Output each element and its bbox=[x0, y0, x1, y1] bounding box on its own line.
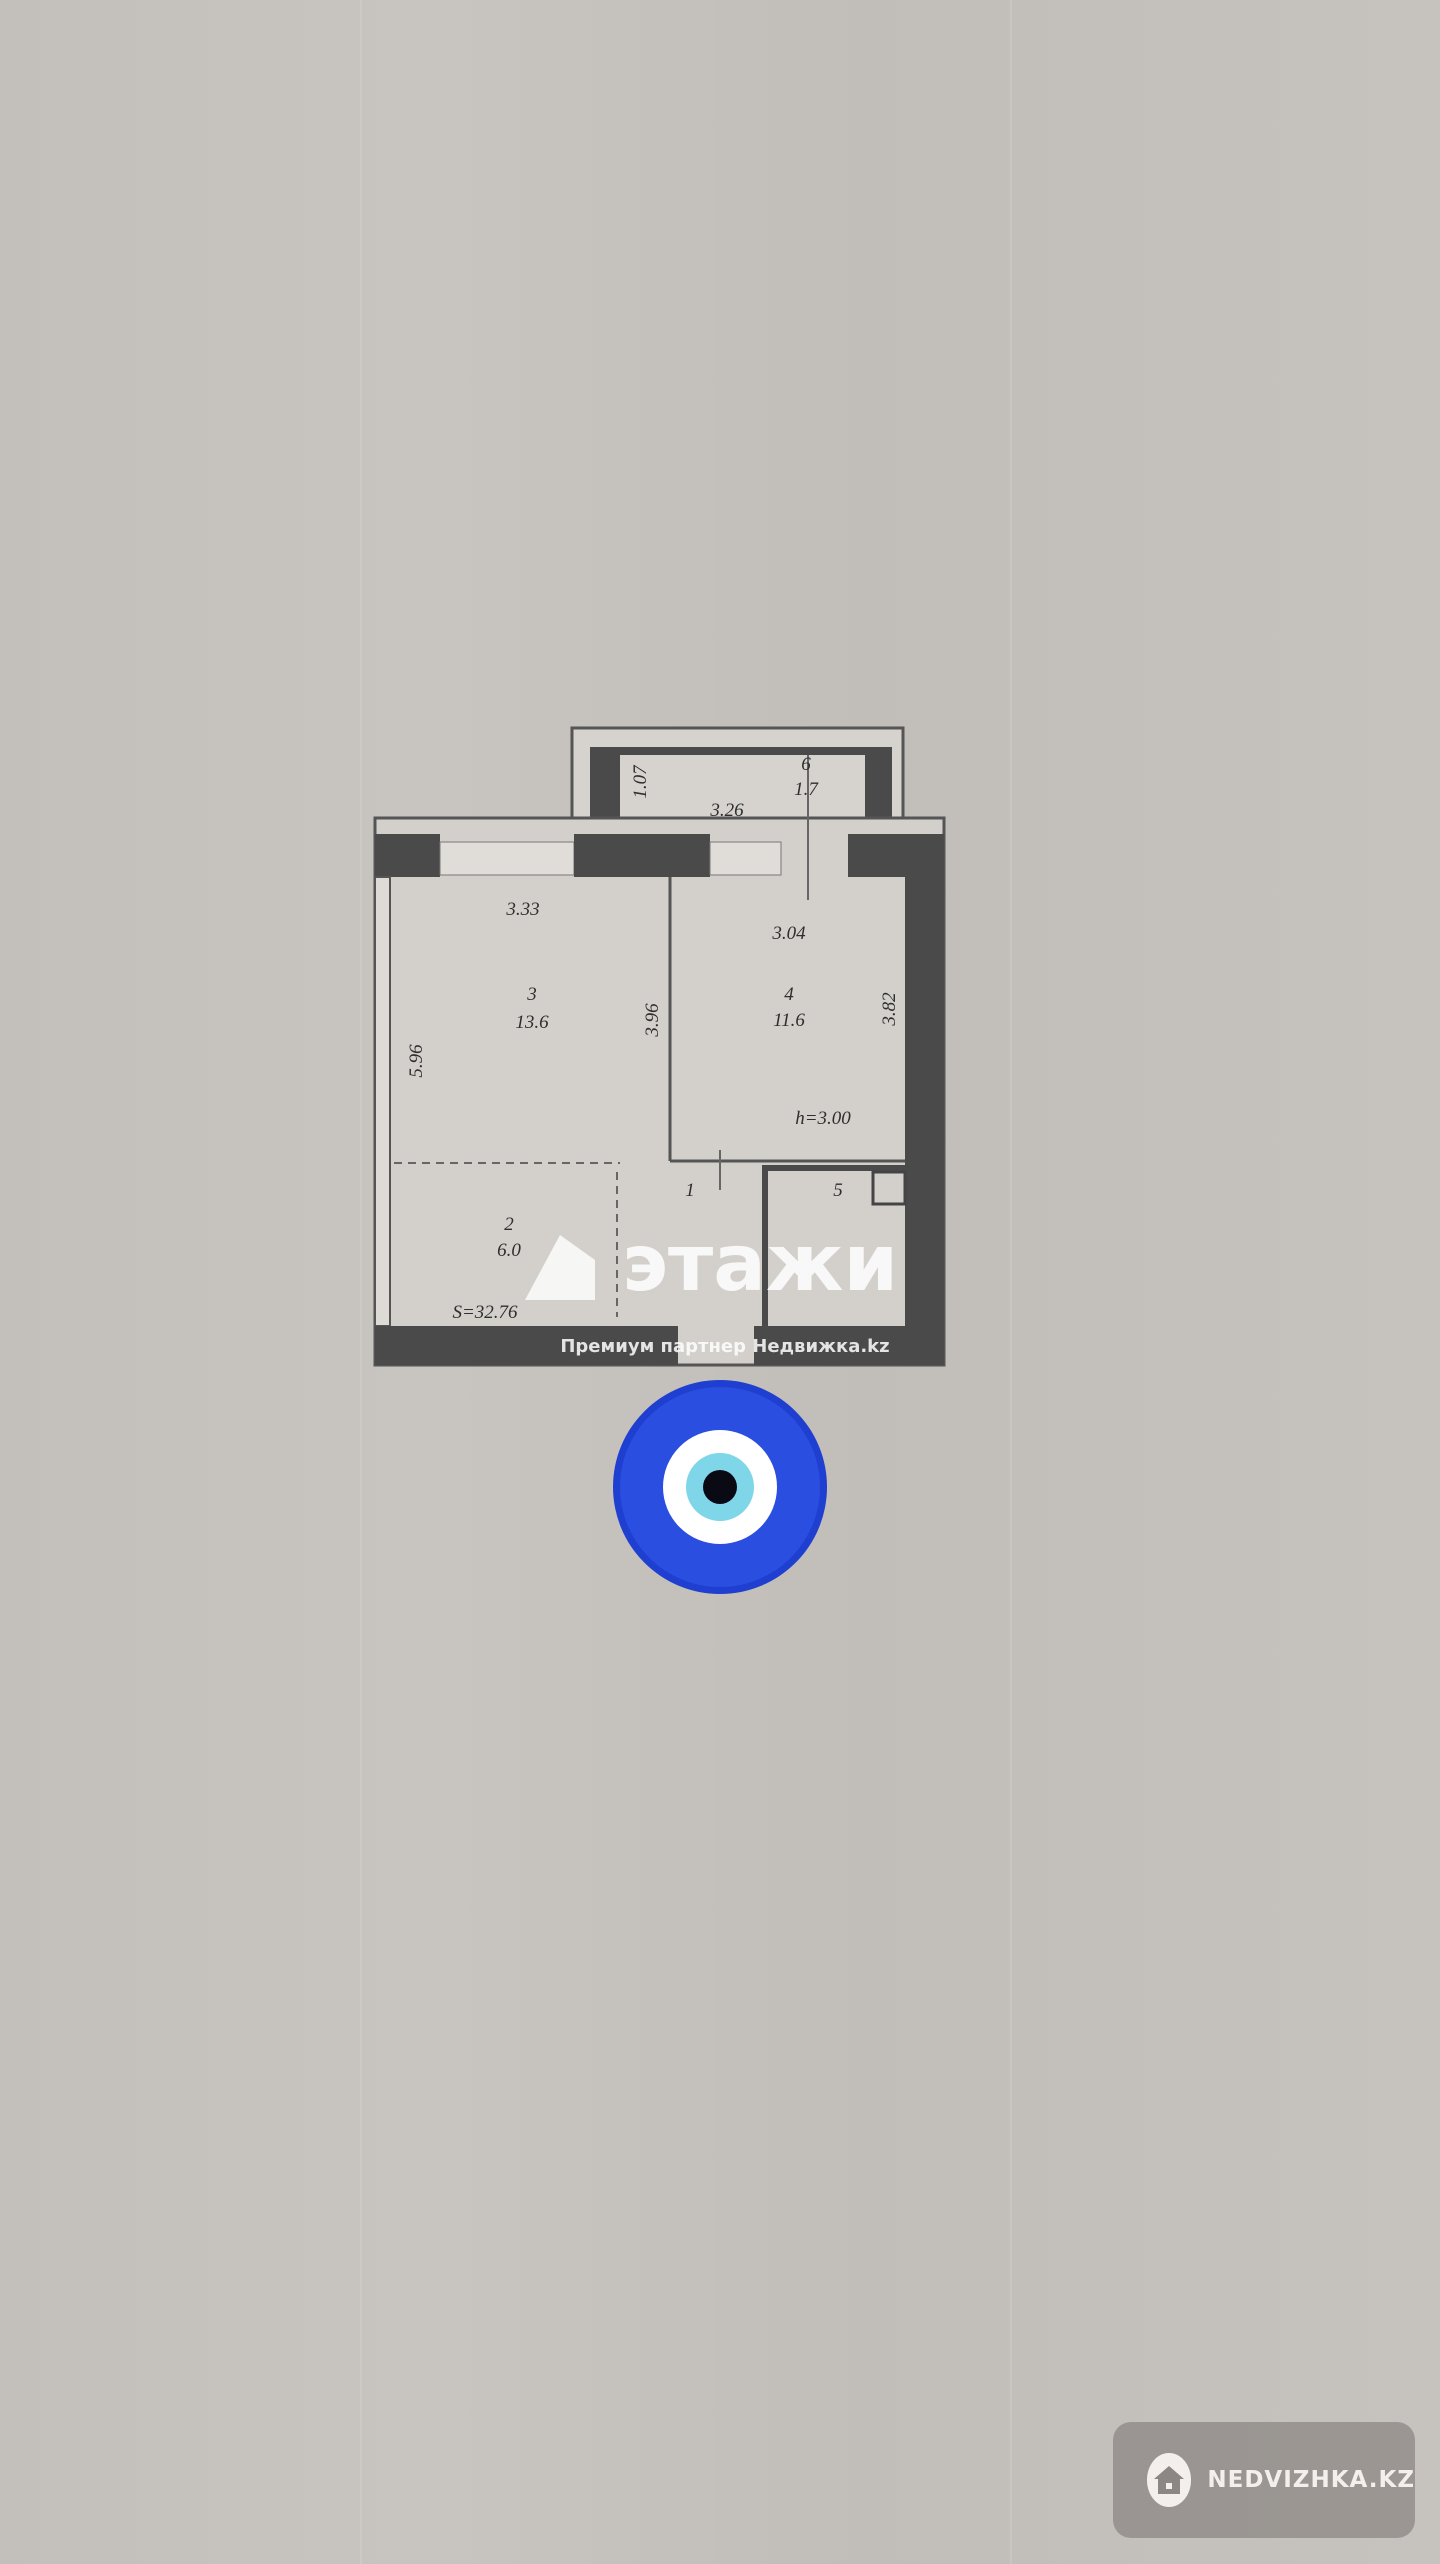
watermark-brand: этажи bbox=[622, 1219, 898, 1309]
nedvizhka-badge: NEDVIZHKA.KZ bbox=[1113, 2422, 1415, 2538]
ceiling-height-label: h=3.00 bbox=[795, 1108, 851, 1129]
paper-crease bbox=[1010, 0, 1012, 2564]
room5-number-label: 5 bbox=[833, 1180, 843, 1201]
total-area-label: S=32.76 bbox=[452, 1302, 518, 1323]
room4-area-label: 11.6 bbox=[773, 1010, 805, 1031]
watermark-tagline: Премиум партнер Недвижка.kz bbox=[560, 1336, 889, 1357]
wall bbox=[905, 834, 944, 1365]
house-icon bbox=[1147, 2453, 1192, 2507]
room4-width-label: 3.04 bbox=[771, 923, 806, 944]
balcony-area-label: 1.7 bbox=[794, 779, 819, 800]
evil-eye-icon bbox=[613, 1380, 827, 1594]
balcony-wall bbox=[590, 747, 892, 755]
paper-crease bbox=[360, 0, 362, 2564]
left-wall-label: 5.96 bbox=[406, 1044, 427, 1078]
wall bbox=[754, 1326, 944, 1365]
balcony-length-label: 3.26 bbox=[709, 800, 744, 821]
window bbox=[439, 841, 575, 876]
wall bbox=[762, 1165, 905, 1171]
room2-number-label: 2 bbox=[504, 1214, 514, 1235]
room3-area-label: 13.6 bbox=[515, 1012, 549, 1033]
apartment-outline bbox=[373, 816, 946, 1367]
wall bbox=[574, 834, 710, 877]
wall bbox=[375, 834, 440, 877]
wall bbox=[375, 1326, 678, 1365]
room4-depth-label: 3.82 bbox=[879, 992, 900, 1027]
room3-number-label: 3 bbox=[526, 984, 537, 1005]
shaft bbox=[871, 1170, 907, 1206]
building-logo-icon bbox=[525, 1235, 595, 1300]
balcony-width-label: 1.07 bbox=[630, 764, 651, 799]
balcony-number-label: 6 bbox=[801, 754, 811, 775]
room2-area-label: 6.0 bbox=[497, 1240, 521, 1261]
room3-depth-label: 3.96 bbox=[642, 1003, 663, 1038]
badge-label: NEDVIZHKA.KZ bbox=[1207, 2467, 1415, 2493]
room4-number-label: 4 bbox=[784, 984, 794, 1005]
window bbox=[709, 841, 782, 876]
wall bbox=[762, 1165, 768, 1326]
room3-width-label: 3.33 bbox=[505, 899, 539, 920]
room1-number-label: 1 bbox=[685, 1180, 695, 1201]
wall bbox=[374, 876, 391, 1327]
